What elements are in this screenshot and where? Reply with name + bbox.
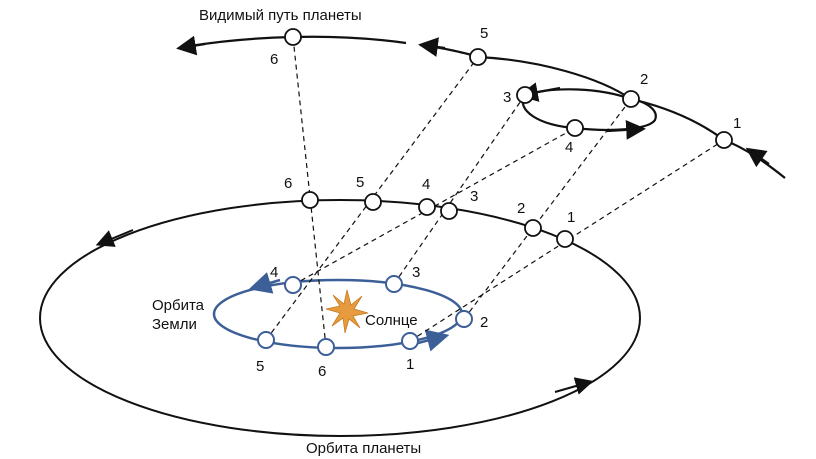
sight-line-5 bbox=[265, 56, 479, 341]
sun-icon bbox=[325, 289, 369, 334]
earth-orbit-label-line2: Земли bbox=[152, 316, 197, 333]
path-number-4: 4 bbox=[565, 139, 573, 156]
planet-orbit-label: Орбита планеты bbox=[306, 440, 421, 457]
planet-number-4: 4 bbox=[422, 176, 430, 193]
sight-lines bbox=[265, 36, 725, 348]
path-position-3 bbox=[516, 86, 534, 104]
path-number-6: 6 bbox=[270, 51, 278, 68]
path-number-2: 2 bbox=[640, 71, 648, 88]
planet-orbit bbox=[39, 199, 641, 437]
apparent-path-loop-arrow-bottom-icon bbox=[606, 120, 646, 140]
earth-position-1 bbox=[401, 332, 419, 350]
path-number-5: 5 bbox=[480, 25, 488, 42]
path-position-1 bbox=[715, 131, 733, 149]
path-number-3: 3 bbox=[503, 89, 511, 106]
planet-positions bbox=[301, 191, 574, 248]
planet-number-5: 5 bbox=[356, 174, 364, 191]
apparent-path-segment bbox=[630, 97, 725, 141]
sight-line-3 bbox=[393, 94, 526, 285]
path-numbers: 1 2 3 4 5 6 bbox=[270, 25, 741, 156]
earth-orbit bbox=[212, 272, 464, 352]
planet-orbit-arrow-right-icon bbox=[554, 377, 594, 395]
apparent-path-arc bbox=[419, 43, 632, 100]
apparent-path-arrow-mid-icon bbox=[418, 37, 446, 57]
planet-position-2 bbox=[524, 219, 542, 237]
earth-position-4 bbox=[284, 276, 302, 294]
earth-number-6: 6 bbox=[318, 363, 326, 380]
earth-number-5: 5 bbox=[256, 358, 264, 375]
planet-number-6: 6 bbox=[284, 175, 292, 192]
earth-position-3 bbox=[385, 275, 403, 293]
planet-number-1: 1 bbox=[567, 209, 575, 226]
earth-numbers: 1 2 3 4 5 6 bbox=[256, 264, 488, 380]
path-position-4 bbox=[566, 119, 584, 137]
sight-line-2 bbox=[463, 98, 632, 320]
path-number-1: 1 bbox=[733, 115, 741, 132]
planet-position-6 bbox=[301, 191, 319, 209]
apparent-path-arrow-entry-icon bbox=[745, 147, 770, 168]
sun-label: Солнце bbox=[365, 312, 418, 329]
planet-number-3: 3 bbox=[470, 188, 478, 205]
earth-positions bbox=[257, 275, 473, 356]
earth-orbit-label-line1: Орбита bbox=[152, 297, 205, 314]
planet-position-4 bbox=[418, 198, 436, 216]
apparent-path-entry bbox=[723, 138, 786, 179]
earth-position-6 bbox=[317, 338, 335, 356]
path-position-2 bbox=[622, 90, 640, 108]
earth-position-2 bbox=[455, 310, 473, 328]
earth-position-5 bbox=[257, 331, 275, 349]
earth-orbit-arrow-left-icon bbox=[248, 272, 281, 294]
planet-position-3 bbox=[440, 202, 458, 220]
planet-position-1 bbox=[556, 230, 574, 248]
earth-number-1: 1 bbox=[406, 356, 414, 373]
planet-number-2: 2 bbox=[517, 200, 525, 217]
earth-number-4: 4 bbox=[270, 264, 278, 281]
planet-orbit-arrow-left-icon bbox=[95, 229, 134, 247]
path-position-5 bbox=[469, 48, 487, 66]
planet-numbers: 1 2 3 4 5 6 bbox=[284, 174, 575, 226]
path-positions bbox=[284, 28, 733, 149]
earth-orbit-arrow-right-icon bbox=[417, 329, 450, 352]
apparent-path-label: Видимый путь планеты bbox=[199, 7, 362, 24]
planet-position-5 bbox=[364, 193, 382, 211]
earth-number-3: 3 bbox=[412, 264, 420, 281]
path-position-6 bbox=[284, 28, 302, 46]
sight-line-1 bbox=[409, 139, 725, 342]
earth-number-2: 2 bbox=[480, 314, 488, 331]
apparent-path-arrow-exit-icon bbox=[176, 35, 206, 56]
